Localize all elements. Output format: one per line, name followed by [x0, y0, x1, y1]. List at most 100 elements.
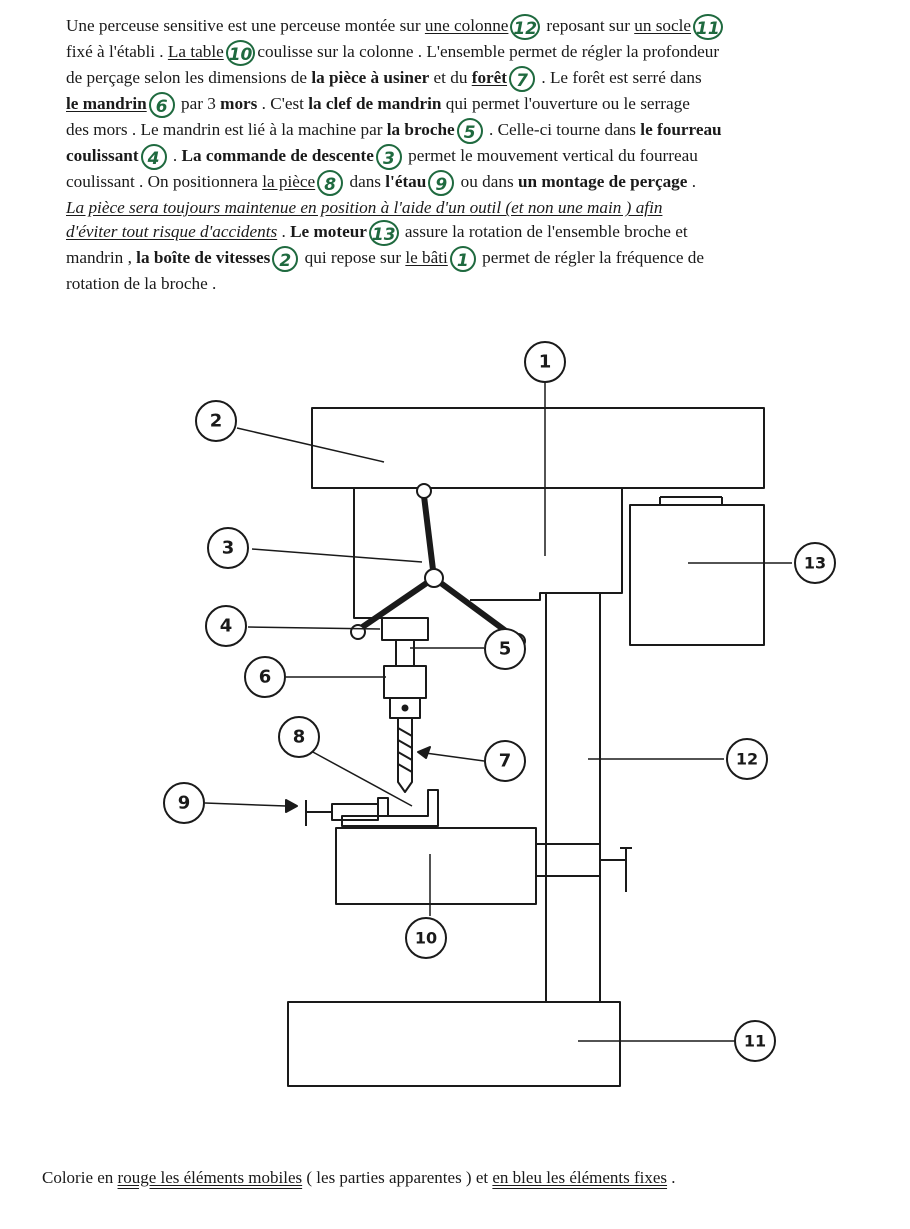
term-mandrin: le mandrin: [66, 94, 147, 114]
term-commande-de-descente: La commande de descente: [181, 146, 374, 166]
text: et du: [429, 68, 472, 88]
ref-number-9: 9: [428, 170, 455, 197]
callout-circle-1: [524, 341, 566, 383]
callout-label-8: 8: [293, 727, 306, 748]
callout-circle-6: [244, 656, 286, 698]
callout-label-11: 11: [744, 1032, 766, 1051]
term-table: La table: [167, 42, 224, 62]
text-line-3: de perçage selon les dimensions de la pi…: [66, 66, 896, 93]
term-coulissant: coulissant: [66, 146, 139, 166]
text: .: [277, 221, 291, 241]
term-moteur: Le moteur: [290, 221, 367, 241]
text: .: [667, 1168, 676, 1187]
text: des mors . Le mandrin est lié à la machi…: [66, 120, 387, 140]
description-paragraph: Une perceuse sensitive est une perceuse …: [66, 14, 896, 296]
callout-circle-10: [405, 917, 447, 959]
term-clef-de-mandrin: la clef de mandrin: [308, 94, 442, 114]
text: .: [168, 146, 182, 166]
term-socle: un socle: [634, 16, 692, 35]
text: assure la rotation de l'ensemble broche …: [400, 221, 688, 241]
callout-circle-2: [195, 400, 237, 442]
motor-box: [629, 504, 765, 646]
drill-press-diagram: 1 2 3 4 5 6 7 8 9 10 11 12 13: [163, 341, 836, 1087]
callout-label-6: 6: [259, 667, 272, 688]
callout-circle-12: [726, 738, 768, 780]
text: Une perceuse sensitive est une perceuse …: [66, 16, 425, 35]
callout-label-1: 1: [539, 352, 552, 373]
text-line-11: rotation de la broche .: [66, 274, 217, 294]
term-boite-de-vitesses: la boîte de vitesses: [136, 247, 271, 267]
quill-4: [381, 617, 429, 641]
text: par 3: [176, 94, 221, 114]
ref-number-13: 13: [368, 219, 399, 246]
callout-circle-11: [734, 1020, 776, 1062]
text-line-8: La pièce sera toujours maintenue en posi…: [66, 198, 663, 218]
workpiece: [377, 797, 389, 817]
arrow-head-7: [417, 746, 431, 759]
text: permet de régler la fréquence de: [477, 247, 704, 267]
callout-label-3: 3: [222, 538, 235, 559]
gearbox-box: [311, 407, 765, 489]
callout-circle-7: [484, 740, 526, 782]
text-line-5: des mors . Le mandrin est lié à la machi…: [66, 118, 896, 145]
text: Colorie en: [42, 1168, 118, 1187]
coloring-instruction: Colorie en rouge les éléments mobiles ( …: [42, 1168, 872, 1188]
term-montage-de-percage: un montage de perçage: [517, 172, 688, 192]
spindle-5: [395, 639, 415, 667]
instruction-red-mobile: rouge les éléments mobiles: [117, 1168, 303, 1187]
text: ( les parties apparentes ) et: [302, 1168, 493, 1187]
text: coulissant . On positionnera: [66, 172, 263, 192]
ref-number-12: 12: [510, 14, 541, 41]
ref-number-2: 2: [272, 246, 299, 273]
term-mors: mors: [220, 94, 258, 114]
text: ou dans: [456, 172, 518, 192]
term-broche: la broche: [386, 120, 455, 140]
term-etau: l'étau: [385, 172, 427, 192]
ref-number-10: 10: [225, 40, 256, 67]
handle-knob: [416, 483, 432, 499]
text: . Le forêt est serré dans: [537, 68, 702, 88]
term-piece: la pièce: [262, 172, 316, 192]
frame-body: [353, 488, 623, 619]
callout-circle-4: [205, 605, 247, 647]
callout-label-2: 2: [210, 411, 223, 432]
term-bati: le bâti: [405, 247, 448, 267]
text: fixé à l'établi .: [66, 42, 168, 62]
chuck-6: [383, 665, 427, 699]
ref-number-6: 6: [148, 92, 175, 119]
vice-jaw: [331, 803, 379, 821]
callout-circle-3: [207, 527, 249, 569]
callout-label-9: 9: [178, 793, 191, 814]
callout-label-12: 12: [736, 750, 758, 769]
text: .: [687, 172, 696, 192]
text: qui permet l'ouverture ou le serrage: [441, 94, 690, 114]
ref-number-1: 1: [449, 246, 476, 273]
text: . C'est: [257, 94, 309, 114]
ref-number-5: 5: [456, 118, 483, 145]
ref-number-11: 11: [693, 14, 723, 41]
text: dans: [345, 172, 386, 192]
callout-circle-8: [278, 716, 320, 758]
drill-flutes: [397, 727, 413, 773]
text-line-9: d'éviter tout risque d'accidents . Le mo…: [66, 219, 896, 246]
callout-label-4: 4: [220, 616, 233, 637]
callout-label-13: 13: [804, 554, 826, 573]
base-box: [287, 1001, 621, 1087]
ref-number-4: 4: [140, 144, 167, 171]
ref-number-8: 8: [317, 170, 344, 197]
text: de perçage selon les dimensions de: [66, 68, 312, 88]
text: reposant sur: [542, 16, 635, 35]
arrow-head-9: [285, 799, 298, 813]
instruction-blue-fixed: en bleu les éléments fixes: [492, 1168, 668, 1187]
ref-number-7: 7: [509, 66, 536, 93]
term-foret: forêt: [471, 68, 508, 88]
callout-label-10: 10: [415, 929, 437, 948]
callout-label-7: 7: [499, 751, 512, 772]
text: qui repose sur: [300, 247, 406, 267]
handle-knob: [350, 624, 366, 640]
